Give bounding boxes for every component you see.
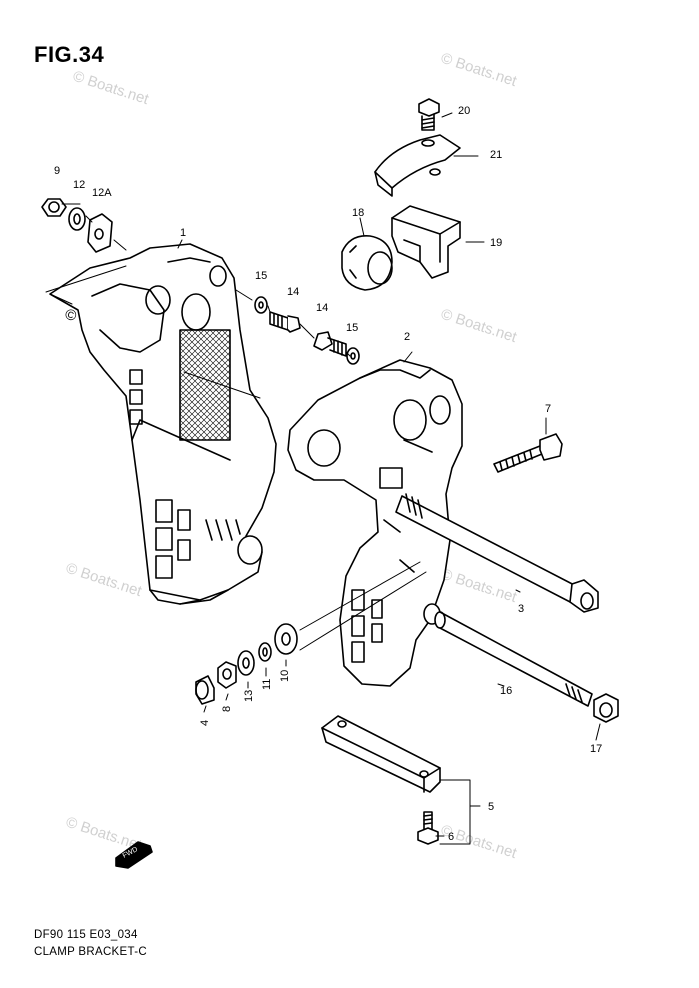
nut-8 bbox=[217, 661, 237, 689]
bolt-20 bbox=[418, 98, 440, 131]
nut-9 bbox=[41, 198, 67, 217]
callout-12A: 12A bbox=[92, 187, 112, 199]
tilt-tube-3 bbox=[395, 493, 599, 613]
leader-lines bbox=[45, 112, 601, 845]
callout-labels: 20 21 9 12 12A 18 19 1 15 14 14 15 2 7 3… bbox=[54, 105, 602, 860]
callout-20: 20 bbox=[458, 105, 470, 117]
callout-15: 15 bbox=[346, 322, 358, 334]
figure-caption: CLAMP BRACKET-C bbox=[34, 946, 147, 958]
callout-11: 11 bbox=[261, 679, 273, 690]
washer-10 bbox=[274, 623, 298, 655]
callout-17: 17 bbox=[590, 743, 602, 755]
clamp-bracket-2 bbox=[287, 359, 463, 687]
callout-8: 8 bbox=[221, 706, 233, 712]
figure-title: FIG.34 bbox=[34, 42, 105, 67]
callout-14: 14 bbox=[287, 286, 299, 298]
washer-15a bbox=[254, 296, 268, 314]
long-bolt-16 bbox=[434, 611, 593, 707]
callout-12: 12 bbox=[73, 179, 85, 191]
callout-4: 4 bbox=[199, 720, 211, 726]
callout-1: 1 bbox=[180, 227, 186, 239]
plate-12A bbox=[87, 213, 113, 253]
callout-14: 14 bbox=[316, 302, 328, 314]
callout-15: 15 bbox=[255, 270, 267, 282]
callout-6: 6 bbox=[448, 831, 454, 843]
figure-code: DF90 115 E03_034 bbox=[34, 929, 138, 941]
washer-13 bbox=[237, 650, 255, 676]
callout-2: 2 bbox=[404, 331, 410, 343]
nut-17 bbox=[593, 693, 619, 723]
cover-21 bbox=[374, 134, 461, 197]
watermark: © Boats.net bbox=[439, 566, 520, 607]
bolt-7 bbox=[493, 433, 563, 473]
watermark: © Boats.net bbox=[439, 50, 520, 91]
callout-19: 19 bbox=[490, 237, 502, 249]
washer-12 bbox=[68, 207, 86, 231]
callout-5: 5 bbox=[488, 801, 494, 813]
bolt-14b bbox=[313, 331, 347, 357]
bolt-14a bbox=[269, 311, 301, 333]
callout-3: 3 bbox=[518, 603, 524, 615]
callout-13: 13 bbox=[243, 690, 255, 702]
watermark: © Boats.net bbox=[64, 560, 145, 601]
watermark: © Boats.net bbox=[71, 68, 152, 109]
clamp-bracket-1 bbox=[49, 243, 277, 605]
callout-18: 18 bbox=[352, 207, 364, 219]
callout-10: 10 bbox=[279, 670, 291, 682]
watermark: © Boats.net bbox=[439, 306, 520, 347]
plate-5 bbox=[321, 715, 441, 793]
washer-11 bbox=[258, 642, 272, 662]
holder-19 bbox=[391, 205, 461, 279]
callout-7: 7 bbox=[545, 403, 551, 415]
washer-15b bbox=[346, 347, 360, 365]
bolt-6 bbox=[417, 811, 439, 845]
callout-21: 21 bbox=[490, 149, 502, 161]
forward-arrow-icon bbox=[115, 841, 153, 869]
callout-9: 9 bbox=[54, 165, 60, 177]
plug-18 bbox=[341, 235, 393, 291]
callout-16: 16 bbox=[500, 685, 512, 697]
collar-4 bbox=[195, 675, 215, 705]
